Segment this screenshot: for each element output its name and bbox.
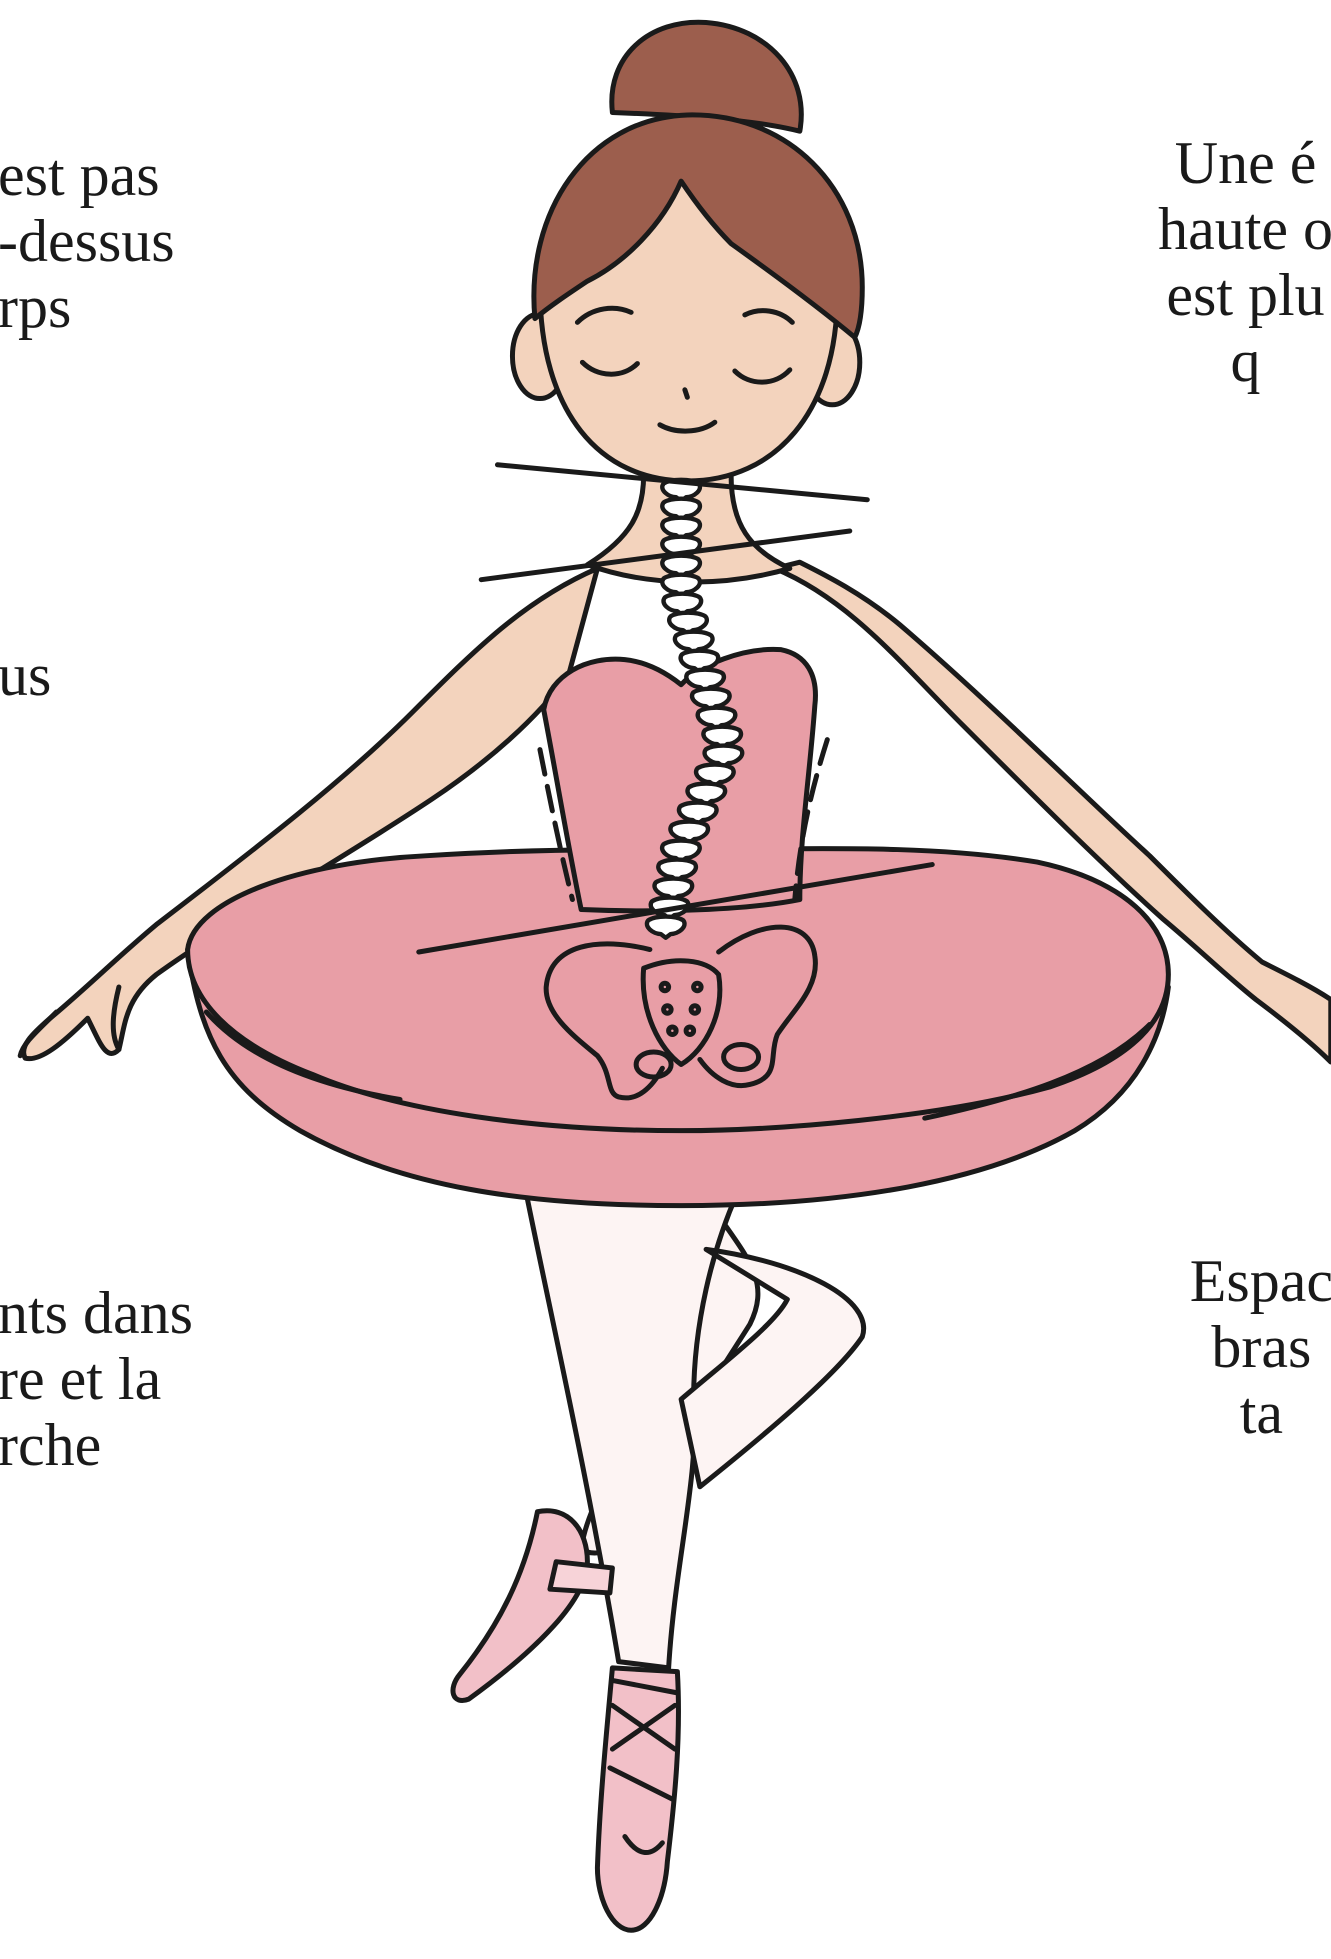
back-pointe-shoe bbox=[453, 1511, 587, 1701]
front-pointe-shoe bbox=[597, 1668, 678, 1930]
head bbox=[512, 22, 862, 481]
nose bbox=[685, 390, 687, 397]
back-shoe-ribbon bbox=[550, 1562, 612, 1593]
